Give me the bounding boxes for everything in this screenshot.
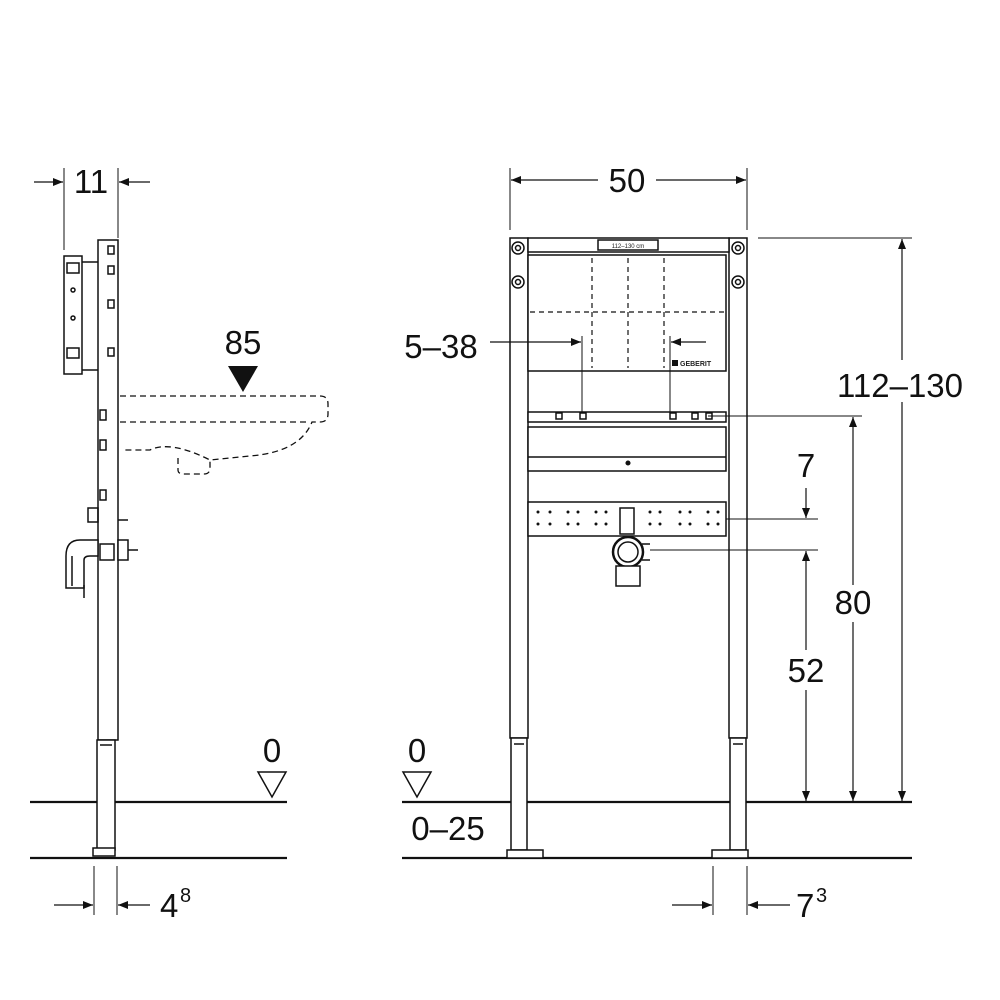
front-dim-total-height: 112–130 <box>837 367 963 404</box>
front-left-post <box>509 237 529 739</box>
side-dim-floor-level: 0 <box>263 732 281 769</box>
side-dim-depth-top: 11 <box>74 163 108 200</box>
front-dim-rail-gap: 7 <box>797 447 815 484</box>
front-dim-foot-width-sup: 3 <box>816 885 827 907</box>
front-drain-elbow <box>611 535 650 587</box>
side-view <box>30 168 329 915</box>
side-basin-outline <box>120 395 329 475</box>
front-dim-mounting-height: 80 <box>835 584 872 621</box>
front-dim-foot-width: 7 <box>796 887 814 924</box>
front-pipe-guide <box>527 411 727 423</box>
side-dim-basin-height: 85 <box>225 324 262 361</box>
side-floor-level-triangle-icon <box>256 771 288 799</box>
side-dim-foot-depth-sup: 8 <box>180 885 191 907</box>
front-dim-floor-level: 0 <box>408 732 426 769</box>
front-label-plate <box>597 239 659 251</box>
front-plate-label: 112–130 cm <box>612 244 645 250</box>
front-top-bar <box>527 237 730 253</box>
side-wall-bracket <box>63 255 83 375</box>
side-frame-leg <box>96 739 116 851</box>
front-mounting-plate <box>527 254 727 372</box>
front-dim-floor-adjust: 0–25 <box>411 810 484 847</box>
front-view <box>402 168 912 915</box>
basin-height-arrow-icon <box>228 366 258 392</box>
front-dim-pipe-distance: 5–38 <box>404 328 477 365</box>
geberit-logo-icon: GEBERIT <box>672 360 712 368</box>
side-drain-pipe <box>65 507 138 598</box>
front-dim-drain-height: 52 <box>788 652 825 689</box>
front-dim-width: 50 <box>609 162 646 199</box>
front-right-post <box>728 237 748 739</box>
front-floor-level-triangle-icon <box>401 771 433 799</box>
svg-text:GEBERIT: GEBERIT <box>680 361 712 368</box>
side-dim-foot-depth: 4 <box>160 887 178 924</box>
